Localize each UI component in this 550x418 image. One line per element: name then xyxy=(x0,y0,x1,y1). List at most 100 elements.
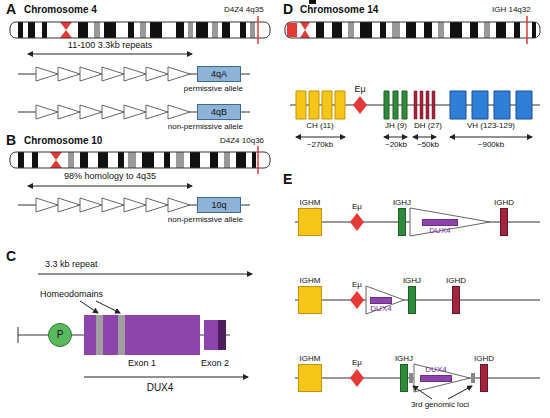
node-label: Eμ xyxy=(352,281,362,289)
node-label: 4qB xyxy=(211,108,227,117)
locus-marker xyxy=(526,16,528,44)
diversity-segment xyxy=(414,91,435,119)
node-label: IGHJ xyxy=(403,277,421,285)
node-label: IGHD xyxy=(446,277,466,285)
pointer-arrow xyxy=(96,301,120,313)
diamond-shape xyxy=(350,291,364,309)
segment-size: ~270kb xyxy=(307,141,333,149)
repeat-triangle xyxy=(36,67,190,81)
chromosome-body xyxy=(10,22,270,38)
chromosome-outline xyxy=(10,22,270,38)
segment-name: VH (123-129) xyxy=(467,122,515,130)
centromere xyxy=(300,22,310,38)
segment-name: DH (27) xyxy=(414,122,442,130)
exon-end xyxy=(218,320,226,350)
diamond-fill xyxy=(353,96,367,114)
span-arrow xyxy=(450,137,532,138)
allele-note: non-permissive allele xyxy=(168,216,243,224)
span-arrow xyxy=(28,54,192,55)
node-label: Eμ xyxy=(354,85,365,94)
allele-box: 4qA xyxy=(197,66,241,82)
centromere xyxy=(50,152,62,168)
diamond-shape xyxy=(350,213,364,231)
variable-segment xyxy=(450,91,532,119)
dux4-insert: DUX4 xyxy=(370,297,392,304)
chromosome-band xyxy=(18,152,256,168)
repeat-size: 3.3 kb repeat xyxy=(45,260,98,269)
span-arrow xyxy=(38,274,252,275)
repeat-boundary xyxy=(18,327,19,343)
locus-name: D4Z4 10q36 xyxy=(220,137,264,145)
node-label: DUX4 xyxy=(429,227,450,235)
segment-name: JH (9) xyxy=(385,122,407,130)
dux4-insert: DUX4 xyxy=(420,375,452,382)
homeodomain-bar xyxy=(118,315,125,355)
gene-name: DUX4 xyxy=(147,383,174,393)
chromosome-outline xyxy=(285,22,540,38)
node-label: DUX4 xyxy=(370,305,391,313)
exon-name: Exon 2 xyxy=(201,359,229,368)
locus-marker xyxy=(257,146,259,174)
node-label: IGHM xyxy=(300,199,321,207)
enhancer-diamond: Eμ xyxy=(350,369,364,387)
exon-name: Exon 1 xyxy=(128,359,156,368)
chromosome-name: Chromosome 14 xyxy=(300,5,378,15)
node-label: 10q xyxy=(211,201,226,210)
repeat-triangle xyxy=(410,208,490,236)
segment-size: ~900kb xyxy=(478,141,504,149)
gene-box: IGHJ xyxy=(398,208,406,236)
repeat-triangle xyxy=(36,105,190,119)
diamond-fill xyxy=(350,369,364,387)
node-label: DUX4 xyxy=(425,366,446,374)
pointer-arrow xyxy=(413,386,432,399)
chromosome-band xyxy=(348,22,490,38)
segment-name: CH (11) xyxy=(306,122,333,130)
gene-box: IGHJ xyxy=(408,286,416,314)
chromosome-name: Chromosome 10 xyxy=(24,136,102,146)
promoter-circle: P xyxy=(48,323,72,347)
node-label: P xyxy=(57,330,64,340)
diamond-fill xyxy=(350,213,364,231)
gene-box: IGHJ xyxy=(400,364,408,392)
node-label: IGHD xyxy=(494,199,514,207)
gene-box: IGHD xyxy=(452,286,460,314)
panel-letter: D xyxy=(283,2,293,16)
allele-box: 10q xyxy=(197,197,241,213)
segment-size: ~20kb xyxy=(385,141,407,149)
node-label: Eμ xyxy=(352,359,362,367)
span-arrow xyxy=(296,137,345,138)
chromosome-body xyxy=(10,152,270,168)
constant-segment xyxy=(296,91,345,119)
gene-arrow xyxy=(84,377,248,378)
diamond-fill xyxy=(350,291,364,309)
enhancer-diamond: Eμ xyxy=(350,213,364,231)
dux4-insert: DUX4 xyxy=(422,219,458,226)
node-label: 4qA xyxy=(211,70,227,79)
homeodomain-bar xyxy=(96,315,103,355)
centromere xyxy=(60,22,72,38)
repeat-range: 11-100 3.3kb repeats xyxy=(68,41,152,50)
enhancer-diamond: Eμ xyxy=(353,96,367,114)
node-label: IGHM xyxy=(300,355,321,363)
chromosome-band xyxy=(18,22,246,38)
domain-name: Homeodomains xyxy=(40,290,103,299)
gene-box: IGHD xyxy=(480,364,488,392)
allele-note: permissive allele xyxy=(184,85,243,93)
diamond-shape xyxy=(353,96,367,114)
node-label: IGHJ xyxy=(395,355,413,363)
span-arrow xyxy=(384,137,407,138)
dna-line xyxy=(295,300,540,301)
node-label: IGHM xyxy=(300,277,321,285)
segment-size: ~50kb xyxy=(417,141,439,149)
repeat-triangle xyxy=(36,198,190,212)
chromosome-band xyxy=(68,152,230,168)
chromosome-band xyxy=(94,22,255,38)
locus-note: 3rd genomic loci xyxy=(411,401,469,409)
allele-note: non-permissive allele xyxy=(168,123,243,131)
chromosome-outline xyxy=(10,152,270,168)
satellite-region xyxy=(287,23,297,37)
node-label: Eμ xyxy=(352,203,362,211)
homology-note: 98% homology to 4q35 xyxy=(64,172,156,181)
locus-name: D4Z4 4q35 xyxy=(224,6,264,14)
